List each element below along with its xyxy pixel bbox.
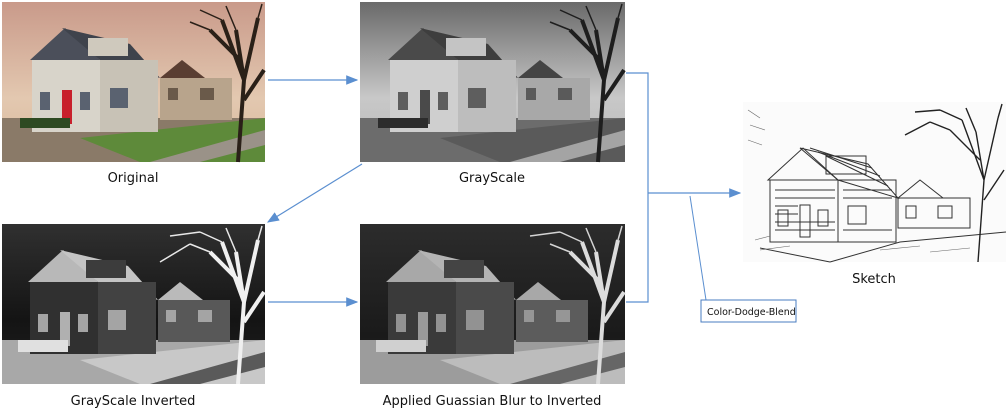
grayscale-image (360, 2, 626, 163)
inverted-image (2, 224, 266, 385)
caption-blurred: Applied Guassian Blur to Inverted (383, 394, 602, 409)
bracket-grayscale (626, 72, 649, 193)
blend-label-box: Color-Dodge-Blend (700, 299, 797, 323)
caption-grayscale: GrayScale (459, 171, 525, 186)
blend-label: Color-Dodge-Blend (707, 307, 796, 318)
caption-inverted: GrayScale Inverted (71, 394, 196, 409)
original-image (2, 2, 266, 163)
arrow-grayscale-to-inverted (266, 163, 363, 223)
blend-callout-line (689, 195, 707, 301)
sketch-image (743, 102, 1007, 263)
blurred-image (360, 224, 626, 385)
bracket-blurred (626, 193, 649, 303)
connectors (266, 72, 742, 307)
caption-original: Original (108, 171, 159, 186)
caption-sketch: Sketch (852, 272, 896, 287)
